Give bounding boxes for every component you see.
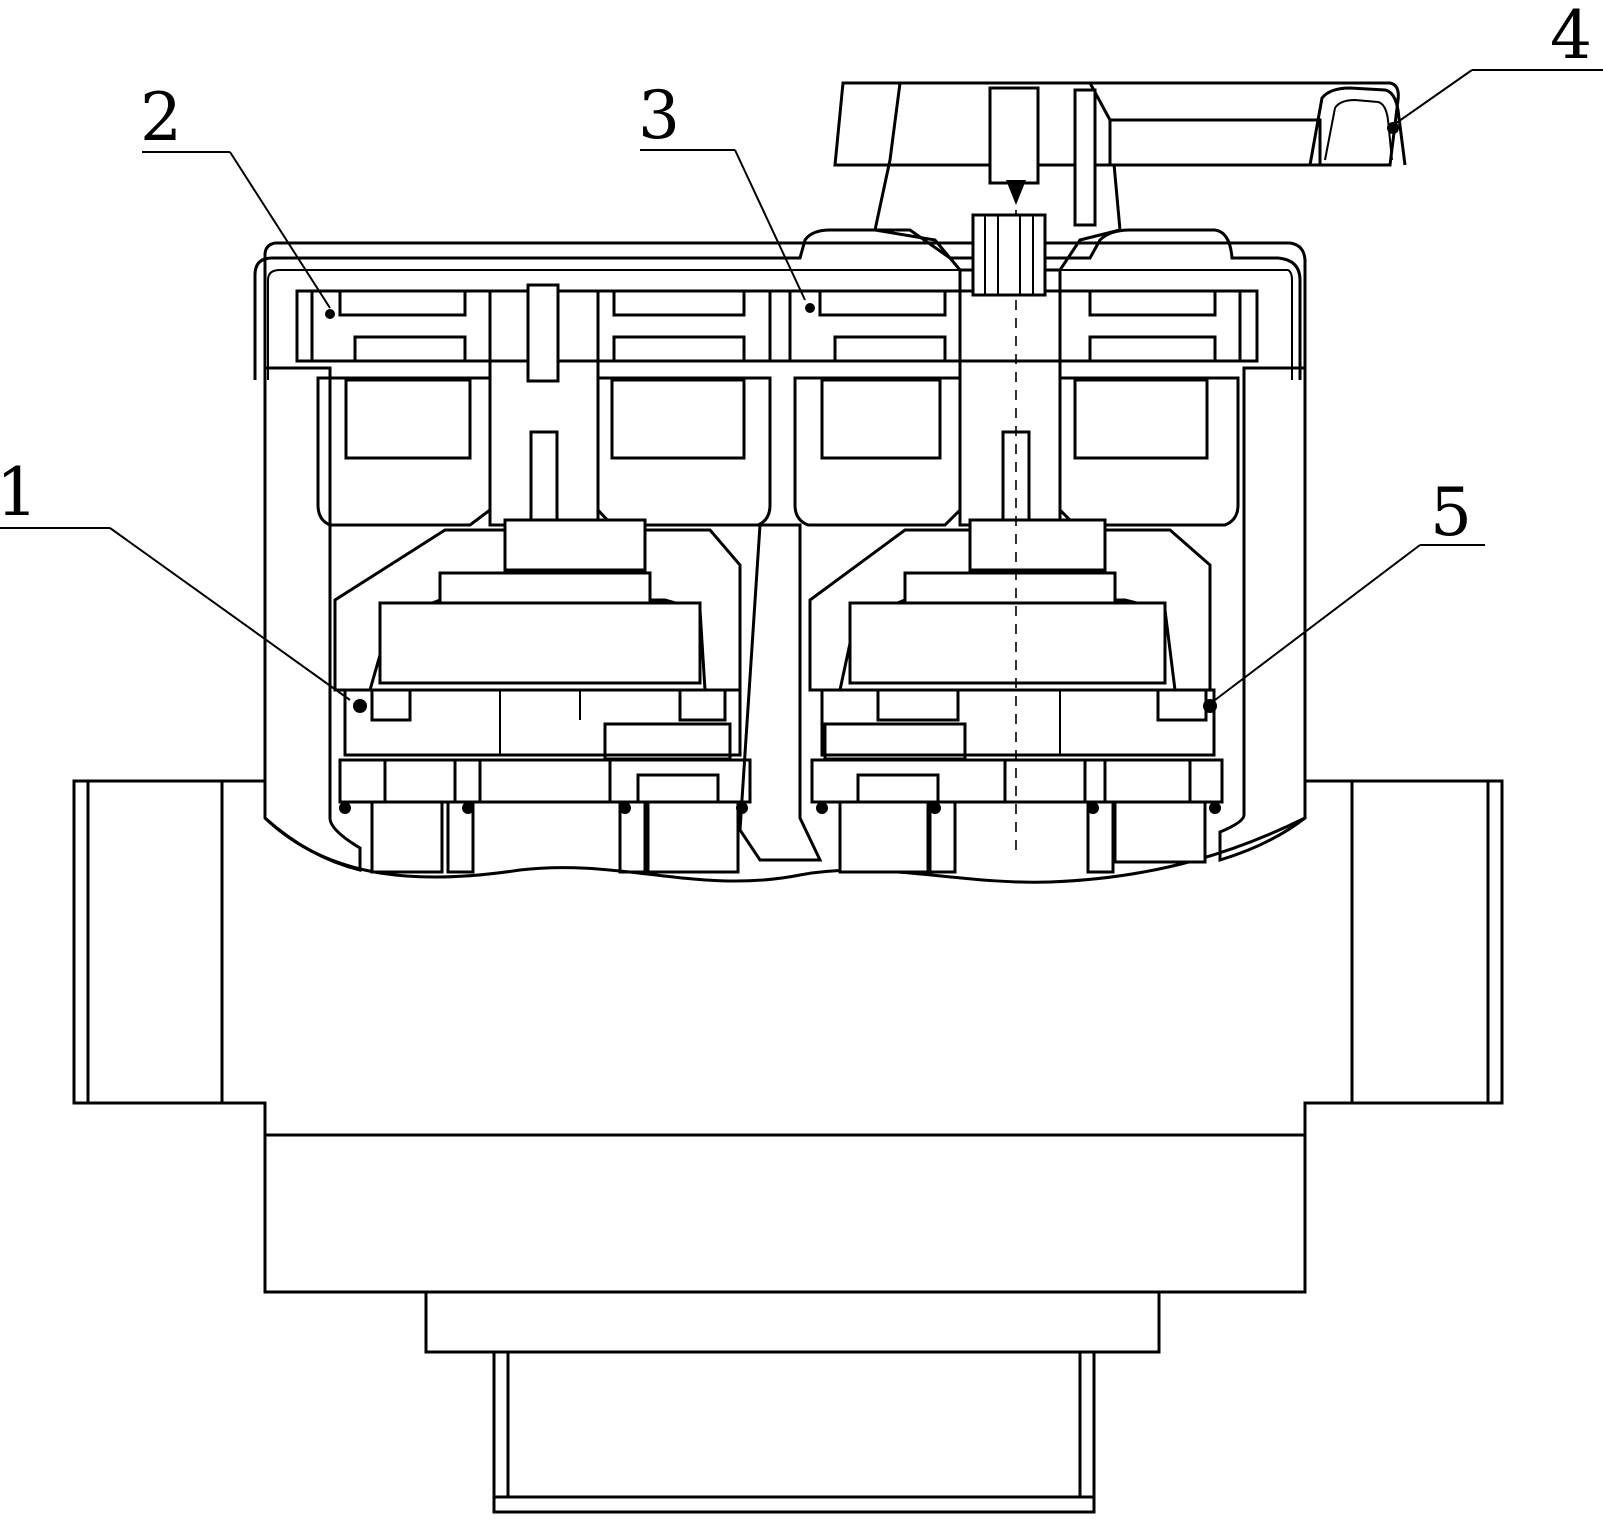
- left-cartridge: [310, 283, 772, 874]
- callout-4: 4: [1550, 0, 1592, 74]
- callout-leaders: [0, 69, 1603, 701]
- right-cartridge: [788, 120, 1242, 874]
- right-port: [1350, 779, 1504, 1105]
- bottom-flange: [424, 1290, 1161, 1354]
- callout-2: 2: [140, 79, 182, 156]
- callout-1: 1: [0, 454, 38, 531]
- section-break-line: [263, 816, 1306, 884]
- handle-knob: [833, 81, 1407, 297]
- callout-5: 5: [1430, 474, 1472, 551]
- valve-body: [72, 241, 1504, 1514]
- callout-3: 3: [638, 77, 680, 154]
- left-port: [72, 779, 224, 1105]
- bottom-outlet: [492, 1350, 1096, 1514]
